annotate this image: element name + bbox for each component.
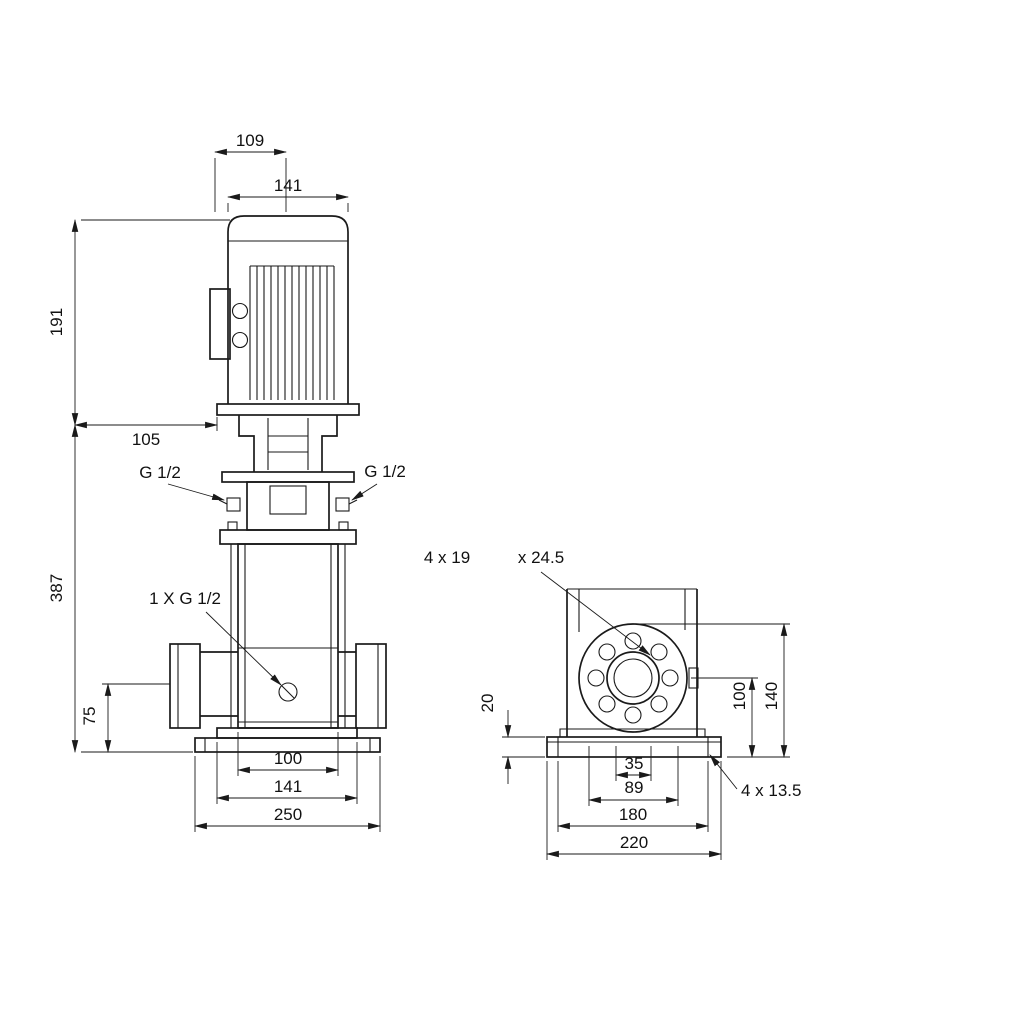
label-vent-left: G 1/2 <box>139 463 226 501</box>
dim-250-label: 250 <box>274 805 302 824</box>
motor-flange <box>216 403 360 416</box>
dim-port-center-height: 100 <box>691 676 758 759</box>
cable-entry-bottom <box>231 331 249 349</box>
bolt-hole <box>624 706 642 724</box>
port-flange-face <box>578 623 699 733</box>
terminal-box <box>209 288 231 360</box>
dim-89-label: 89 <box>625 778 644 797</box>
dim-387-label: 387 <box>47 574 66 602</box>
drain-label: 1 X G 1/2 <box>149 589 221 608</box>
flange-holes-label: 4 x 19 <box>424 548 470 567</box>
dim-flange-width: 141 <box>215 742 359 804</box>
label-base-holes: 4 x 13.5 <box>709 754 802 800</box>
dim-140-label: 140 <box>762 682 781 710</box>
bolt-hole <box>650 695 668 713</box>
vent-left-label: G 1/2 <box>139 463 181 482</box>
vent-right-label: G 1/2 <box>364 462 406 481</box>
base-holes-label: 4 x 13.5 <box>741 781 802 800</box>
motor-outline <box>209 215 360 416</box>
column-outline <box>566 588 698 737</box>
dim-motor-height: 191 <box>47 218 230 427</box>
flange-left <box>169 643 201 729</box>
dim-105-label: 105 <box>132 430 160 449</box>
side-view <box>546 588 722 758</box>
dim-head-offset: 105 <box>73 417 219 449</box>
dim-75-label: 75 <box>80 707 99 726</box>
label-drain: 1 X G 1/2 <box>149 589 282 686</box>
dim-bolt-span: 180 <box>556 761 710 832</box>
label-flange-holes: 4 x 19 x 24.5 <box>424 548 651 656</box>
bolt-hole <box>598 643 616 661</box>
bolt-hole <box>650 643 668 661</box>
vent-plug-right <box>335 497 350 512</box>
pump-base-side <box>546 728 722 758</box>
port-bore <box>606 651 660 705</box>
flange-counterbore-label: x 24.5 <box>518 548 564 567</box>
dim-141-bottom-label: 141 <box>274 777 302 796</box>
dim-chamber-diameter: 100 <box>236 732 340 776</box>
dim-base-length: 220 <box>545 761 723 860</box>
dim-141-top-label: 141 <box>274 176 302 195</box>
dim-100-bottom-label: 100 <box>274 749 302 768</box>
dim-motor-depth: 109 <box>213 131 288 212</box>
dim-109-label: 109 <box>236 131 264 150</box>
side-view-dimensions: 4 x 19 x 24.5 20 100 140 <box>424 548 802 860</box>
bolt-hole <box>624 632 642 650</box>
dim-191-label: 191 <box>47 308 66 336</box>
dim-base-thickness: 20 <box>478 694 545 784</box>
label-vent-right: G 1/2 <box>351 462 406 501</box>
dim-slot-span: 89 <box>587 746 680 806</box>
bolt-hole <box>661 669 679 687</box>
bolt-hole <box>598 695 616 713</box>
cable-entry-top <box>231 302 249 320</box>
dim-slot-offset: 35 <box>614 746 653 781</box>
dim-220-label: 220 <box>620 833 648 852</box>
pump-base-front <box>194 727 381 753</box>
port-flanges <box>169 643 387 729</box>
dim-base-width: 250 <box>193 756 382 832</box>
dim-flange-top-height: 140 <box>639 622 790 759</box>
dim-180-label: 180 <box>619 805 647 824</box>
bolt-hole <box>587 669 605 687</box>
dim-35-label: 35 <box>625 754 644 773</box>
coupling-lantern <box>238 415 338 472</box>
dim-100-side-label: 100 <box>730 682 749 710</box>
dim-port-height: 75 <box>80 682 170 754</box>
flange-right <box>355 643 387 729</box>
drain-plug <box>278 682 298 702</box>
vent-plug-left <box>226 497 241 512</box>
dim-motor-width: 141 <box>226 176 350 212</box>
front-view <box>169 215 387 753</box>
dim-total-height: 387 <box>47 423 193 754</box>
dim-20-label: 20 <box>478 694 497 713</box>
front-view-dimensions: 109 141 191 105 387 <box>47 131 406 832</box>
